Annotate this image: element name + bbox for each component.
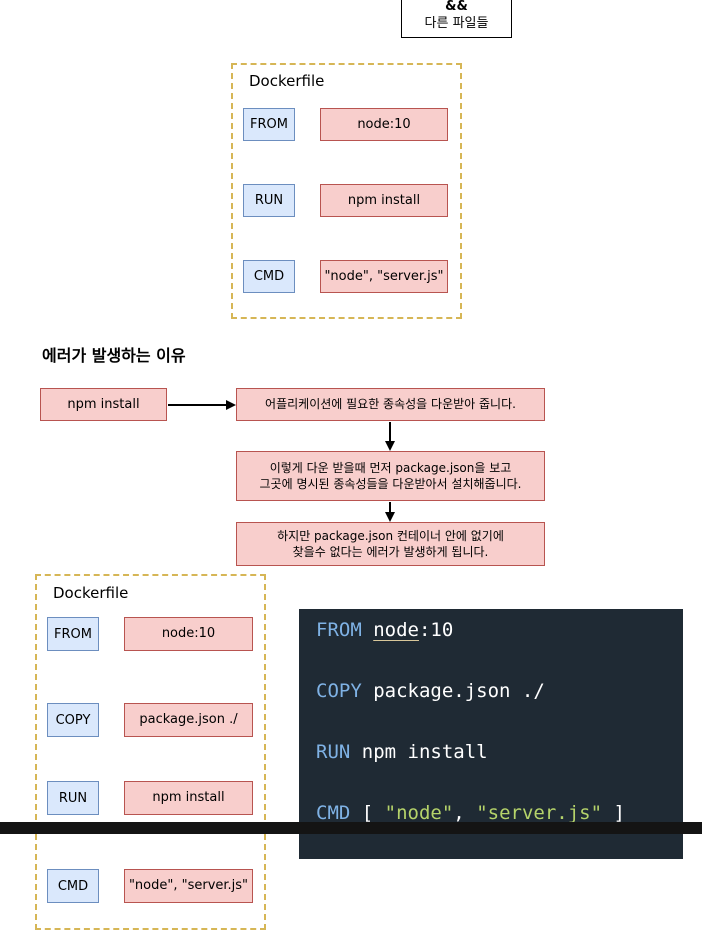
code-line-from: FROM node:10	[316, 619, 453, 641]
value-box-from-2: node:10	[124, 617, 253, 651]
step3-box: 하지만 package.json 컨테이너 안에 없기에 찾을수 없다는 에러가…	[236, 522, 545, 566]
step3-line1: 하지만 package.json 컨테이너 안에 없기에	[277, 528, 504, 543]
dockerfile-title-1: Dockerfile	[249, 72, 325, 90]
instruction-box-run: RUN	[243, 184, 295, 217]
dockerfile-frame-1	[231, 63, 462, 319]
instruction-box-from: FROM	[243, 108, 295, 141]
error-heading: 에러가 발생하는 이유	[42, 346, 186, 365]
code-cmd-open: [	[350, 802, 385, 824]
instruction-box-copy-2: COPY	[47, 703, 99, 737]
step3-line2: 찾을수 없다는 에러가 발생하게 됩니다.	[292, 545, 489, 559]
dockerfile-frame-2	[35, 574, 266, 930]
code-keyword-copy: COPY	[316, 680, 362, 702]
code-run-args: npm install	[350, 741, 488, 763]
top-note-line1: &&	[445, 0, 468, 15]
code-line-cmd: CMD [ "node", "server.js" ]	[316, 802, 625, 824]
top-note-box: && 다른 파일들	[401, 0, 512, 38]
value-box-copy-2: package.json ./	[124, 703, 253, 737]
instruction-box-cmd-2: CMD	[47, 869, 99, 903]
code-copy-args: package.json ./	[361, 680, 545, 702]
code-cmd-arg2: "server.js"	[476, 802, 603, 824]
step2-line2: 그곳에 명시된 종속성들을 다운받아서 설치해줍니다.	[259, 477, 522, 491]
code-image-name: node	[373, 619, 419, 641]
npm-install-start-box: npm install	[40, 388, 167, 421]
value-box-cmd: "node", "server.js"	[320, 260, 448, 293]
instruction-box-from-2: FROM	[47, 617, 99, 651]
step1-box: 어플리케이션에 필요한 종속성을 다운받아 줍니다.	[236, 388, 545, 421]
instruction-box-run-2: RUN	[47, 781, 99, 815]
code-line-run: RUN npm install	[316, 741, 488, 763]
code-cmd-arg1: "node"	[384, 802, 454, 824]
value-box-run-2: npm install	[124, 781, 253, 815]
code-cmd-sep: ,	[453, 802, 477, 824]
value-box-from: node:10	[320, 108, 448, 141]
code-line-copy: COPY package.json ./	[316, 680, 545, 702]
code-keyword-from: FROM	[316, 619, 362, 641]
value-box-run: npm install	[320, 184, 448, 217]
instruction-box-cmd: CMD	[243, 260, 295, 293]
top-note-line2: 다른 파일들	[424, 16, 489, 32]
code-keyword-cmd: CMD	[316, 802, 351, 824]
code-keyword-run: RUN	[316, 741, 351, 763]
dockerfile-code-panel: FROM node:10 COPY package.json ./ RUN np…	[299, 609, 683, 859]
step2-line1: 이렇게 다운 받을때 먼저 package.json을 보고	[269, 460, 512, 475]
step2-box: 이렇게 다운 받을때 먼저 package.json을 보고 그곳에 명시된 종…	[236, 451, 545, 501]
code-image-tag: :10	[418, 619, 454, 641]
value-box-cmd-2: "node", "server.js"	[124, 869, 253, 903]
code-cmd-close: ]	[602, 802, 625, 824]
overlay-bar	[0, 822, 702, 834]
dockerfile-title-2: Dockerfile	[53, 584, 129, 602]
